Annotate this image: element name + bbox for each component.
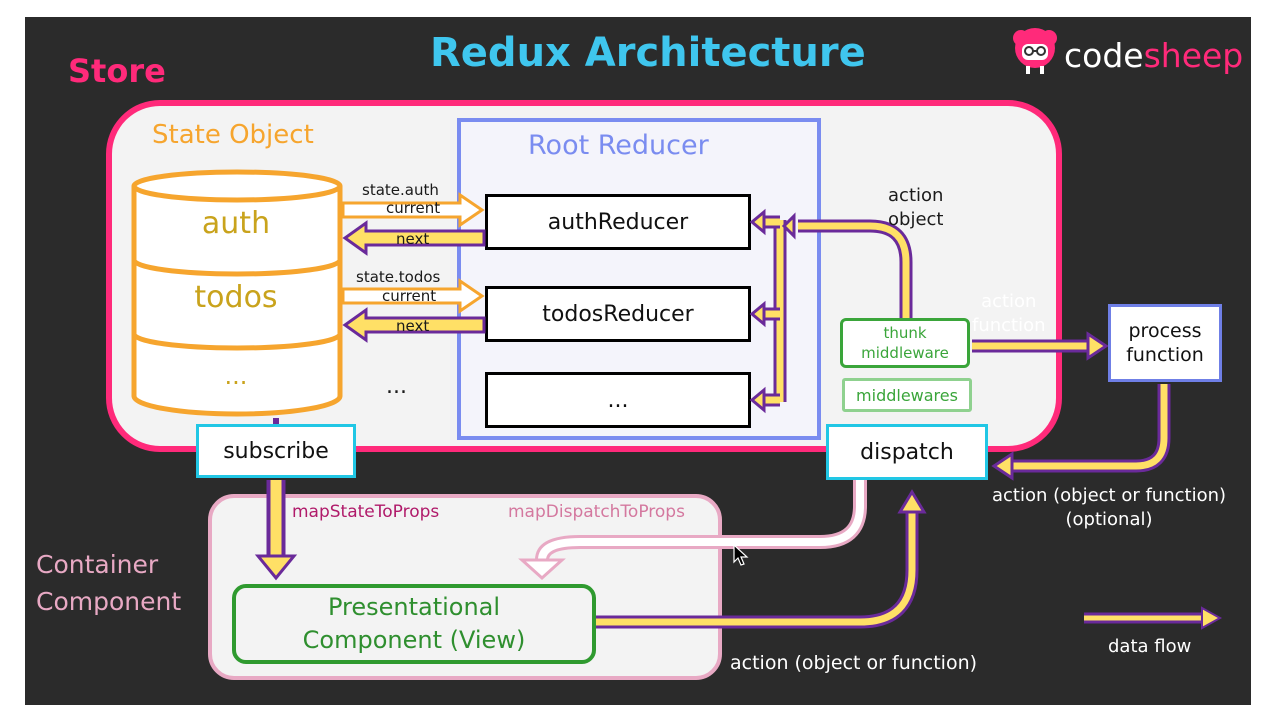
subscribe-box: subscribe xyxy=(196,424,356,478)
diagram-title: Redux Architecture xyxy=(430,30,866,76)
middlewares-box: middlewares xyxy=(842,378,972,412)
mouse-cursor-icon xyxy=(733,544,749,566)
store-label: Store xyxy=(68,52,166,90)
process-arrow-head xyxy=(1086,331,1109,361)
action-object-label: action object xyxy=(888,185,944,230)
action-arrow-head xyxy=(897,489,927,514)
codesheep-logo: codesheep xyxy=(1064,36,1243,75)
map-state-arrow-head xyxy=(254,554,298,581)
auth-current-label-top: state.auth xyxy=(362,181,439,199)
more-reducers-box: ... xyxy=(485,372,751,428)
container-component-label: Container Component xyxy=(36,550,182,616)
state-cylinder-icon xyxy=(131,169,343,417)
map-dispatch-arrow-head xyxy=(518,558,566,581)
dispatch-box: dispatch xyxy=(826,424,988,480)
state-slice-more: ... xyxy=(224,362,248,390)
root-reducer-label: Root Reducer xyxy=(528,130,709,161)
thunk-middleware-label: thunk middleware xyxy=(861,324,949,362)
map-dispatch-to-props-label: mapDispatchToProps xyxy=(508,502,685,522)
state-slice-todos: todos xyxy=(194,280,278,315)
state-object-label: State Object xyxy=(152,120,314,150)
state-slice-auth: auth xyxy=(201,206,271,241)
todos-next-arrow xyxy=(342,307,486,343)
map-state-to-props-label: mapStateToProps xyxy=(292,502,440,522)
thunk-middleware-box: thunk middleware xyxy=(840,318,970,368)
auth-current-label-bottom: current xyxy=(386,199,441,217)
more-edges-label: ... xyxy=(386,374,407,399)
auth-next-label: next xyxy=(396,230,430,248)
process-function-label: process function xyxy=(1126,320,1204,366)
todos-next-label: next xyxy=(396,317,430,335)
auth-current-arrow xyxy=(341,192,485,228)
action-object-path xyxy=(798,219,913,320)
todos-current-label-top: state.todos xyxy=(356,268,441,286)
logo-code: code xyxy=(1064,36,1144,75)
presentational-component-box: Presentational Component (View) xyxy=(232,584,596,664)
action-function-label: action function xyxy=(972,291,1046,336)
todos-reducer-box: todosReducer xyxy=(485,286,751,342)
logo-sheep: sheep xyxy=(1143,36,1244,75)
process-function-box: process function xyxy=(1108,304,1222,382)
legend-arrow-head xyxy=(1201,606,1223,630)
action-optional-label: action (object or function) (optional) xyxy=(992,485,1227,530)
legend-label: data flow xyxy=(1108,636,1192,657)
optional-arrow-head xyxy=(991,451,1014,481)
auth-reducer-box: authReducer xyxy=(485,194,751,250)
action-bottom-label: action (object or function) xyxy=(730,652,978,674)
presentational-component-label: Presentational Component (View) xyxy=(302,593,526,654)
auth-next-arrow xyxy=(342,220,486,256)
sheep-logo-icon xyxy=(1010,26,1060,76)
todos-current-label-bottom: current xyxy=(382,287,437,305)
todos-current-arrow xyxy=(341,278,485,314)
